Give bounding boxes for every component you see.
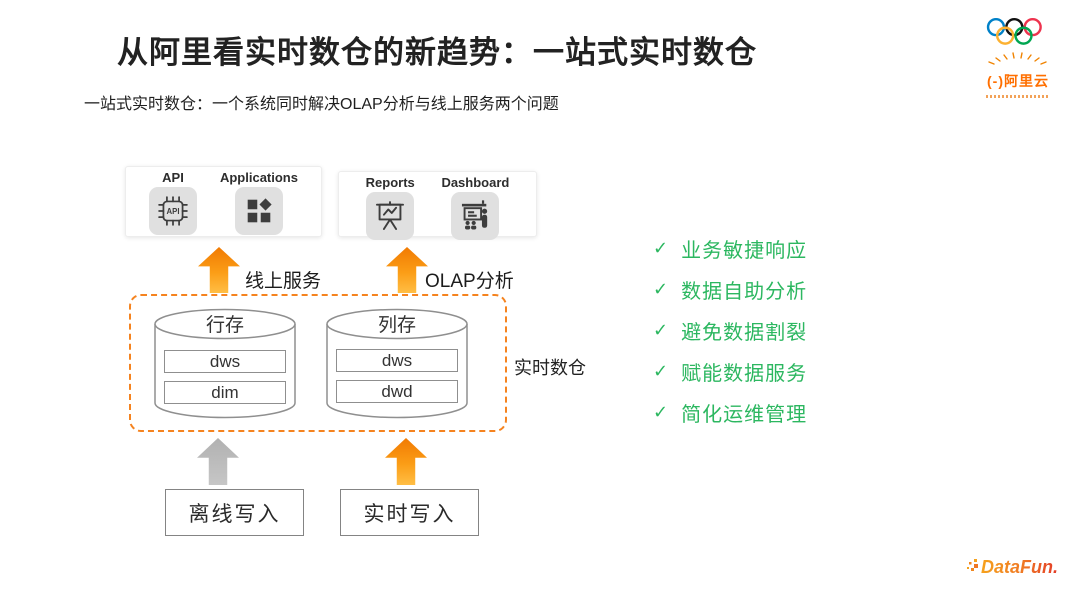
page-title: 从阿里看实时数仓的新趋势：一站式实时数仓 xyxy=(117,35,757,70)
column-store-layer-dws: dws xyxy=(336,349,458,372)
reports-label: Reports xyxy=(365,175,415,190)
benefit-text: 赋能数据服务 xyxy=(681,362,808,385)
check-icon: ✓ xyxy=(653,279,669,299)
datafun-logo: DataFun. xyxy=(966,557,1058,578)
serving-flow-arrow xyxy=(198,247,240,293)
olympic-rings-icon xyxy=(986,17,1042,45)
benefit-text: 避免数据割裂 xyxy=(681,321,808,344)
aliyun-wordmark: (-)阿里云 xyxy=(978,71,1058,91)
check-icon: ✓ xyxy=(653,238,669,258)
dashboard-label: Dashboard xyxy=(441,175,510,190)
api-chip-icon: API xyxy=(148,187,197,235)
api-item: API API xyxy=(148,170,197,235)
reports-item: Reports xyxy=(366,175,415,240)
warehouse-label: 实时数仓 xyxy=(514,358,586,378)
column-store-title: 列存 xyxy=(377,315,416,336)
benefits-list: ✓ 业务敏捷响应 ✓ 数据自助分析 ✓ 避免数据割裂 ✓ 赋能数据服务 ✓ 简化… xyxy=(653,238,807,443)
api-label: API xyxy=(162,170,184,185)
benefit-item: ✓ 简化运维管理 xyxy=(653,402,807,426)
row-store-layer-dim: dim xyxy=(164,381,286,404)
offline-write-box: 离线写入 xyxy=(165,489,304,536)
column-store-layer-dwd: dwd xyxy=(336,380,458,403)
olap-flow-arrow xyxy=(386,247,428,293)
realtime-write-arrow xyxy=(385,438,427,485)
benefit-text: 业务敏捷响应 xyxy=(681,239,808,262)
aliyun-logo: (-)阿里云 xyxy=(978,17,1058,98)
row-store-title: 行存 xyxy=(205,315,244,336)
applications-label: Applications xyxy=(219,170,298,185)
check-icon: ✓ xyxy=(653,402,669,422)
dashboard-item: Dashboard xyxy=(441,175,509,240)
row-store-layer-dws: dws xyxy=(164,350,286,373)
check-icon: ✓ xyxy=(653,361,669,381)
aliyun-tagline xyxy=(986,95,1050,98)
check-icon: ✓ xyxy=(653,320,669,340)
benefit-item: ✓ 数据自助分析 xyxy=(653,279,807,303)
benefit-item: ✓ 避免数据割裂 xyxy=(653,320,807,344)
page-subtitle: 一站式实时数仓：一个系统同时解决OLAP分析与线上服务两个问题 xyxy=(84,96,559,113)
benefit-text: 数据自助分析 xyxy=(681,280,808,303)
benefit-item: ✓ 赋能数据服务 xyxy=(653,361,807,385)
reports-board-icon xyxy=(366,192,415,240)
applications-item: Applications xyxy=(220,170,298,235)
aliyun-bracket-mark: (-) xyxy=(987,73,1004,89)
datafun-wordmark: DataFun. xyxy=(981,557,1059,577)
realtime-warehouse-box xyxy=(129,294,507,432)
serving-flow-label: 线上服务 xyxy=(245,271,322,292)
serving-consumers-box: API API Applications xyxy=(125,166,322,237)
applications-grid-icon xyxy=(234,187,283,235)
olap-flow-label: OLAP分析 xyxy=(425,271,514,292)
rays-icon xyxy=(988,52,1047,65)
benefit-text: 简化运维管理 xyxy=(681,403,808,426)
analytics-consumers-box: Reports Dashboard xyxy=(338,171,537,240)
svg-text:API: API xyxy=(166,207,179,216)
realtime-write-box: 实时写入 xyxy=(340,489,479,536)
pixel-dots-icon xyxy=(967,559,978,571)
offline-write-arrow xyxy=(197,438,239,485)
dashboard-icon xyxy=(451,192,500,240)
benefit-item: ✓ 业务敏捷响应 xyxy=(653,238,807,262)
aliyun-name-text: 阿里云 xyxy=(1004,73,1049,89)
